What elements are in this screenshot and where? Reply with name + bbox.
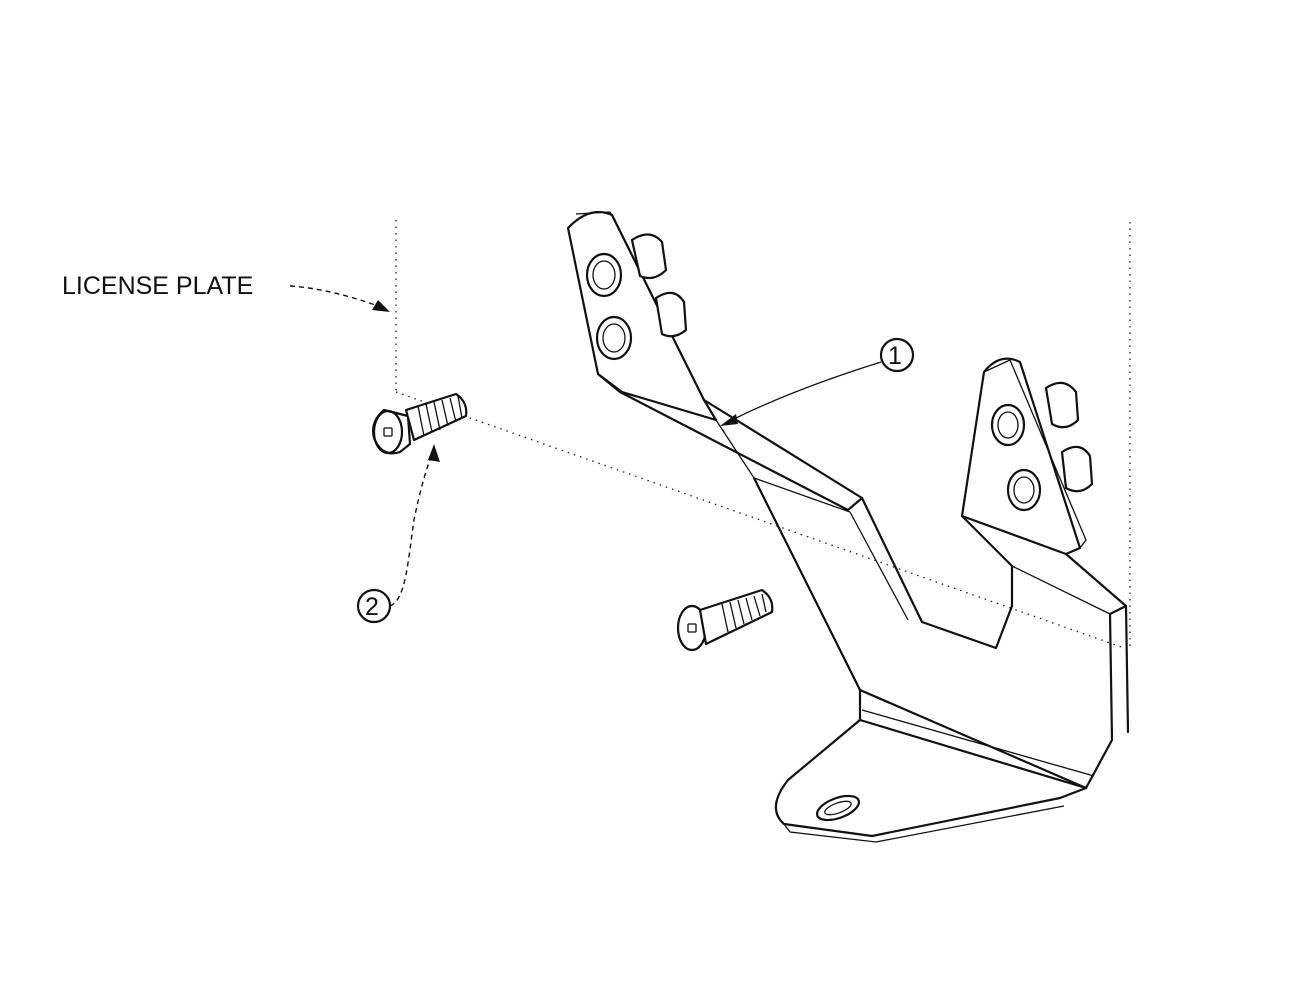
- screw-lower: [676, 588, 774, 652]
- license-plate-arrow: [289, 285, 390, 312]
- callout-1: 1: [720, 337, 915, 426]
- callout-2: 2: [356, 444, 440, 624]
- license-plate-outline: [395, 220, 1131, 651]
- callout-2-number: 2: [365, 593, 379, 621]
- screw-upper: [372, 392, 468, 455]
- callout-1-number: 1: [888, 342, 902, 370]
- bracket-part: [566, 210, 1130, 843]
- license-plate-label: LICENSE PLATE: [62, 272, 253, 300]
